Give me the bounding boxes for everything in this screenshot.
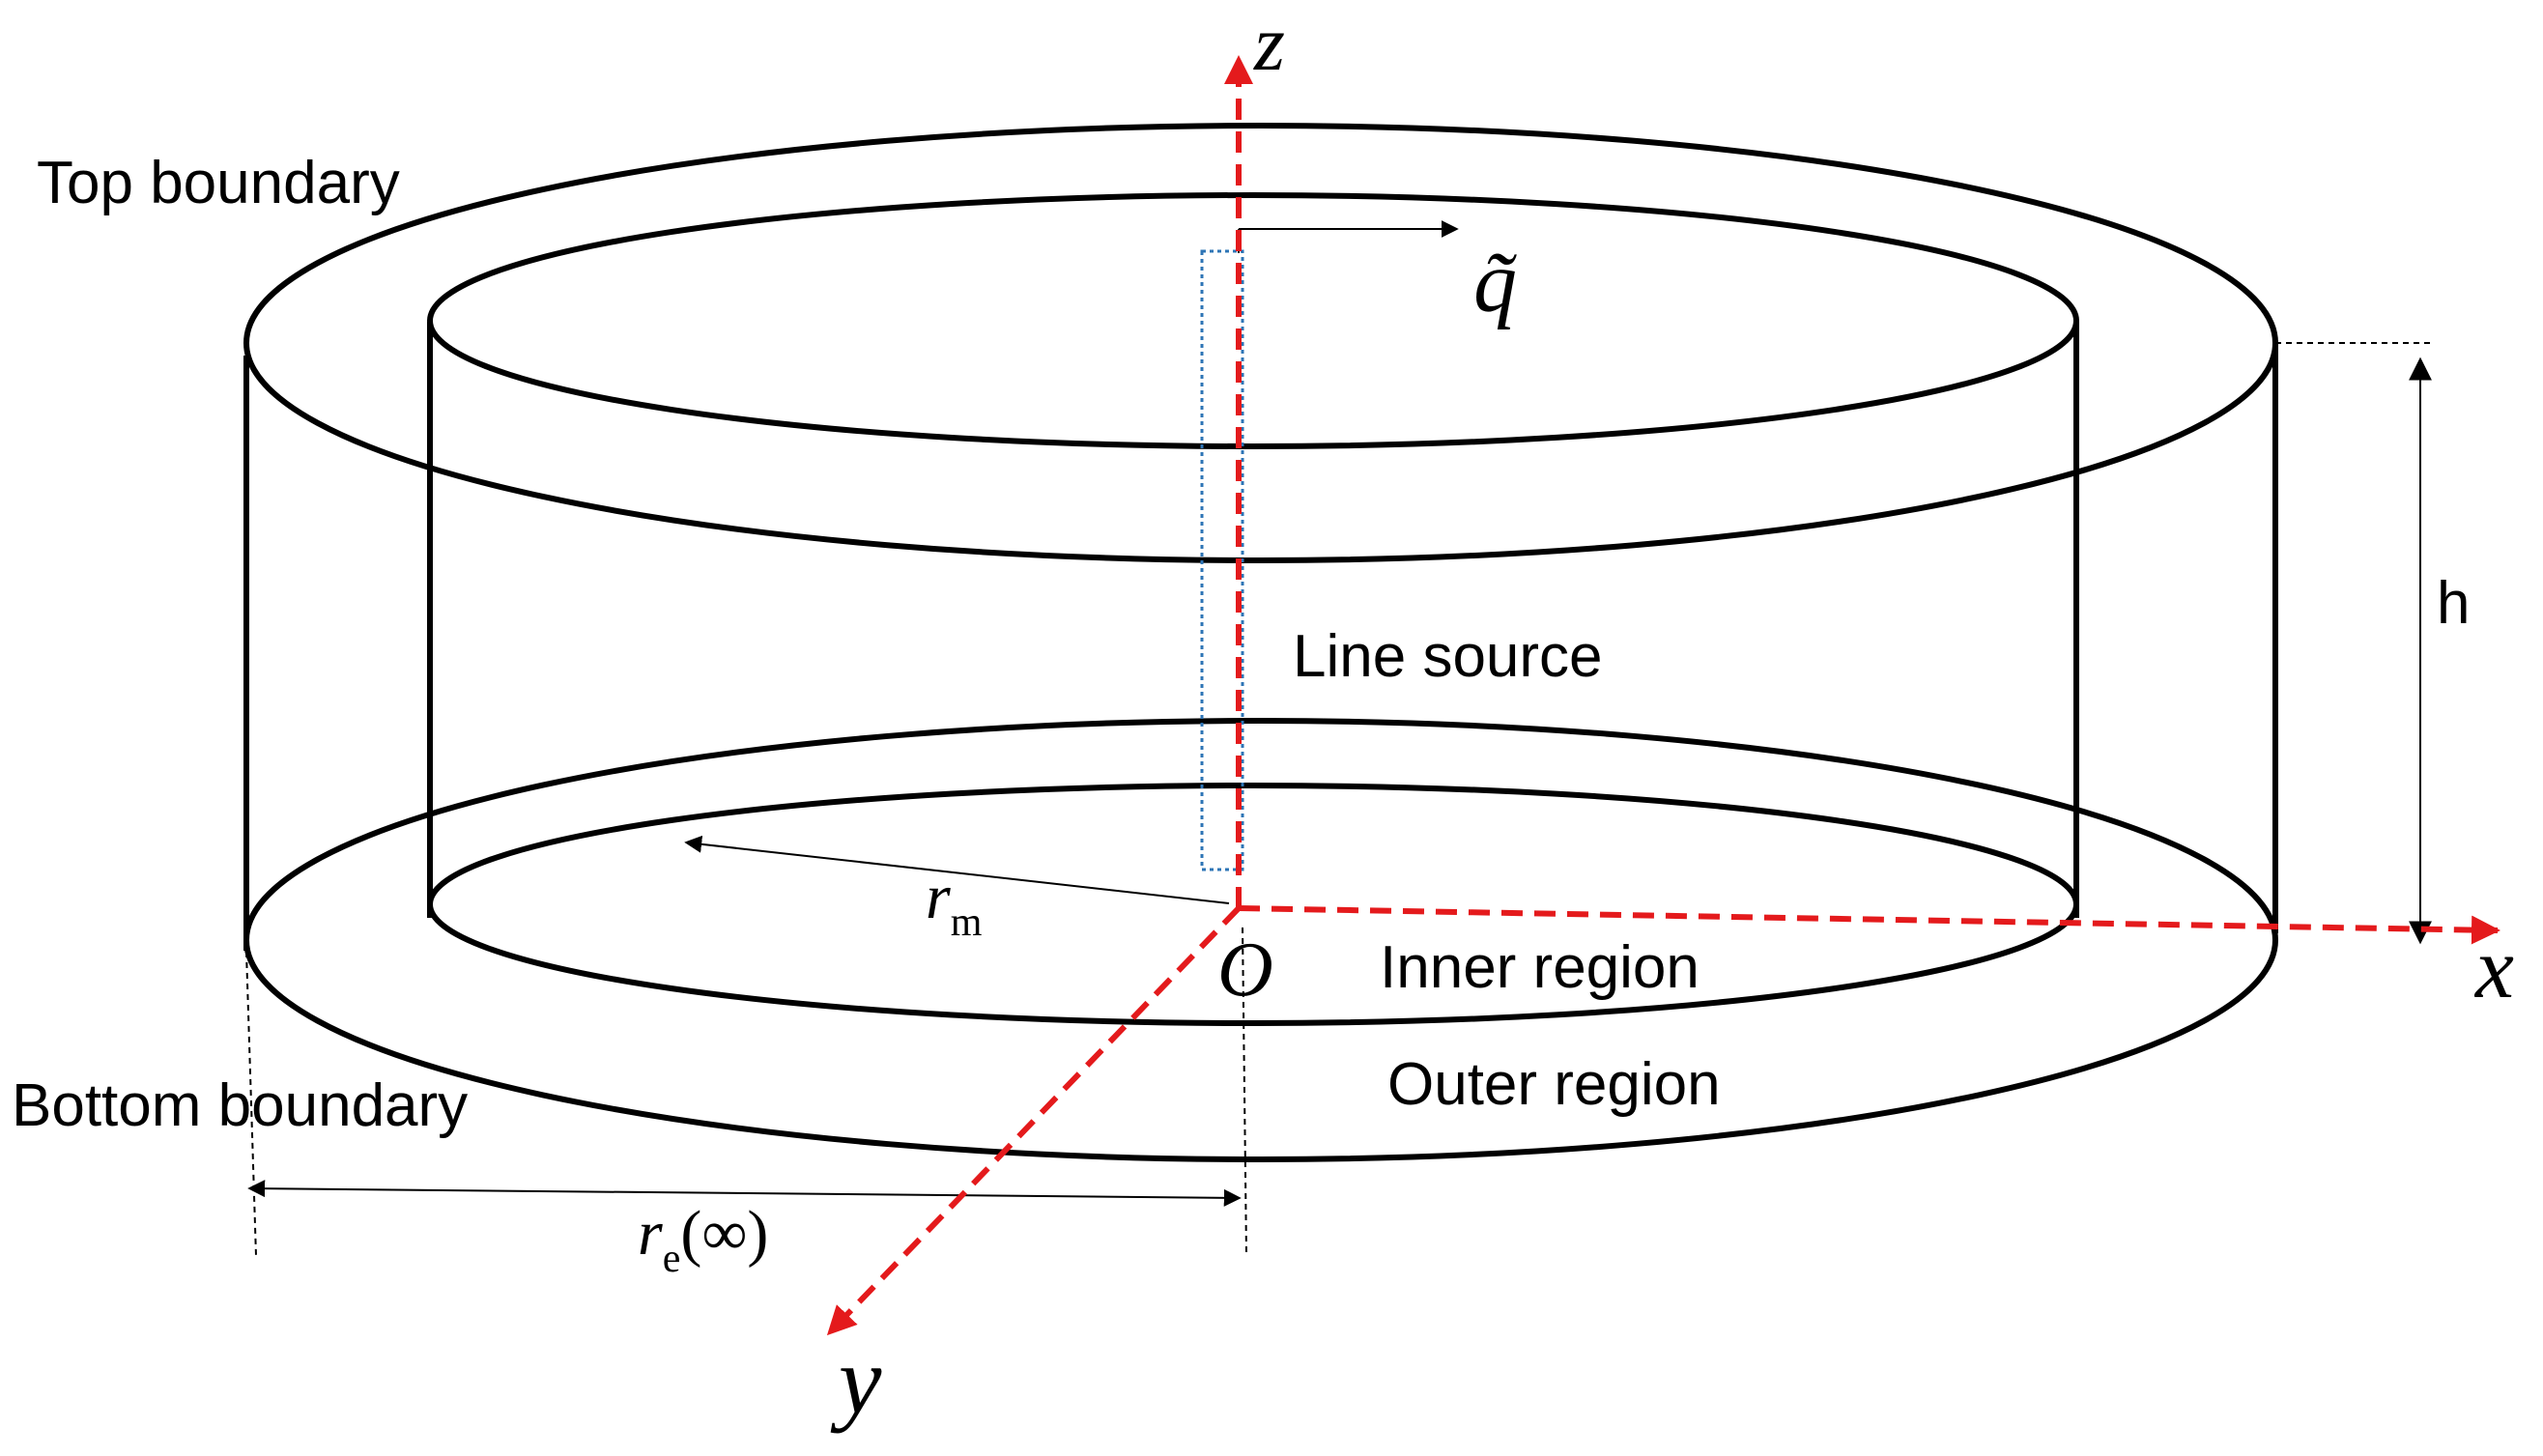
line-source-rect bbox=[1200, 249, 1244, 871]
r-e-label: re(∞) bbox=[638, 1198, 768, 1281]
height-label: h bbox=[2437, 570, 2470, 637]
top-boundary-label: Top boundary bbox=[37, 150, 400, 216]
r-e-guide-left bbox=[245, 951, 257, 1257]
x-axis-label: x bbox=[2473, 921, 2514, 1016]
outer-top-ellipse bbox=[243, 123, 2278, 563]
bottom-boundary-label: Bottom boundary bbox=[12, 1072, 468, 1139]
r-e-guide-right bbox=[1242, 927, 1247, 1257]
r-m-arrow bbox=[684, 835, 1230, 904]
inner-top-ellipse bbox=[427, 192, 2079, 449]
line-source-label: Line source bbox=[1293, 623, 1603, 690]
r-e-arrow bbox=[247, 1180, 1242, 1207]
origin-label: O bbox=[1217, 928, 1273, 1013]
r-m-label: rm bbox=[926, 862, 983, 945]
r-m-sub: m bbox=[951, 900, 983, 945]
flux-label: q̃ bbox=[1473, 235, 1517, 330]
r-e-sub: e bbox=[663, 1237, 681, 1281]
inner-region-label: Inner region bbox=[1380, 934, 1700, 1001]
r-e-suffix: (∞) bbox=[680, 1198, 768, 1269]
r-e-main: r bbox=[638, 1198, 663, 1269]
y-axis-label: y bbox=[830, 1327, 882, 1434]
z-axis-label: z bbox=[1253, 0, 1285, 87]
y-axis bbox=[826, 905, 1242, 1336]
outer-region-label: Outer region bbox=[1387, 1051, 1721, 1118]
x-axis bbox=[1238, 905, 2500, 945]
r-m-main: r bbox=[926, 862, 951, 932]
